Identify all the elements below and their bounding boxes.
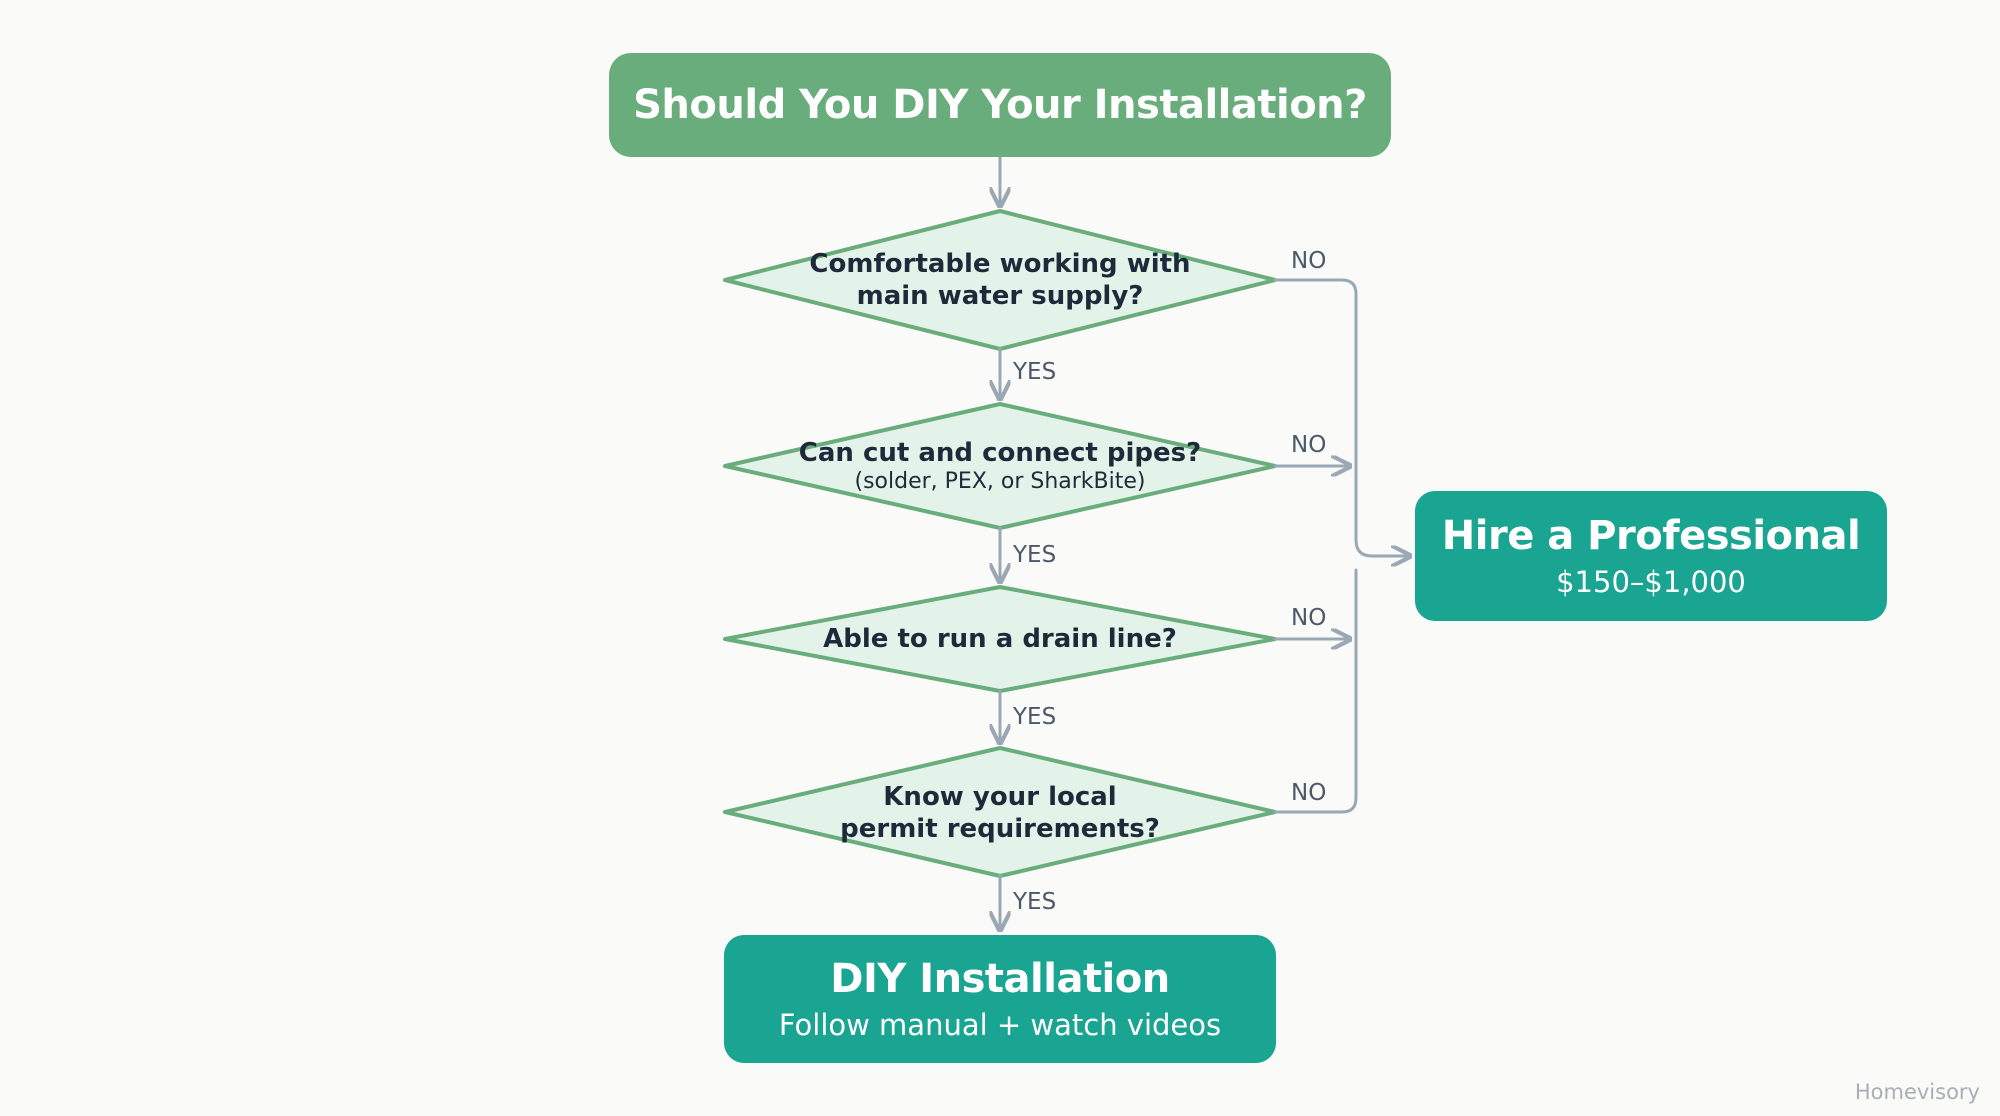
no-label-1: NO <box>1291 248 1327 274</box>
no-label-4: NO <box>1291 780 1327 806</box>
question-permits-line1: Know your local <box>883 782 1117 812</box>
no-label-2: NO <box>1291 432 1327 458</box>
question-main-water: Comfortable working with main water supp… <box>780 240 1220 320</box>
question-drain-line-text: Able to run a drain line? <box>823 624 1177 654</box>
outcome-hire-professional-title: Hire a Professional <box>1441 513 1861 559</box>
question-permits: Know your local permit requirements? <box>780 780 1220 846</box>
no-connector-q4 <box>1273 568 1358 814</box>
page-title: Should You DIY Your Installation? <box>609 53 1391 157</box>
outcome-diy-installation: DIY Installation Follow manual + watch v… <box>724 935 1276 1063</box>
question-cut-pipes-note: (solder, PEX, or SharkBite) <box>854 469 1146 494</box>
question-cut-pipes: Can cut and connect pipes? (solder, PEX,… <box>780 434 1220 498</box>
question-cut-pipes-line1: Can cut and connect pipes? <box>798 438 1202 468</box>
question-main-water-line2: main water supply? <box>856 281 1144 311</box>
question-permits-line2: permit requirements? <box>840 814 1160 844</box>
question-main-water-line1: Comfortable working with <box>809 249 1191 279</box>
outcome-diy-note: Follow manual + watch videos <box>778 1008 1222 1042</box>
yes-label-4: YES <box>1013 889 1057 915</box>
brand-watermark: Homevisory <box>1854 1080 1980 1104</box>
no-connector-q1 <box>1273 278 1358 542</box>
outcome-hire-professional: Hire a Professional $150–$1,000 <box>1415 491 1887 621</box>
yes-label-1: YES <box>1013 359 1057 385</box>
yes-label-3: YES <box>1013 704 1057 730</box>
question-drain-line: Able to run a drain line? <box>780 619 1220 659</box>
outcome-diy-title: DIY Installation <box>830 956 1170 1002</box>
no-label-3: NO <box>1291 605 1327 631</box>
outcome-hire-professional-cost: $150–$1,000 <box>1556 565 1746 599</box>
yes-label-2: YES <box>1013 542 1057 568</box>
arrow-to-professional <box>1354 538 1410 556</box>
